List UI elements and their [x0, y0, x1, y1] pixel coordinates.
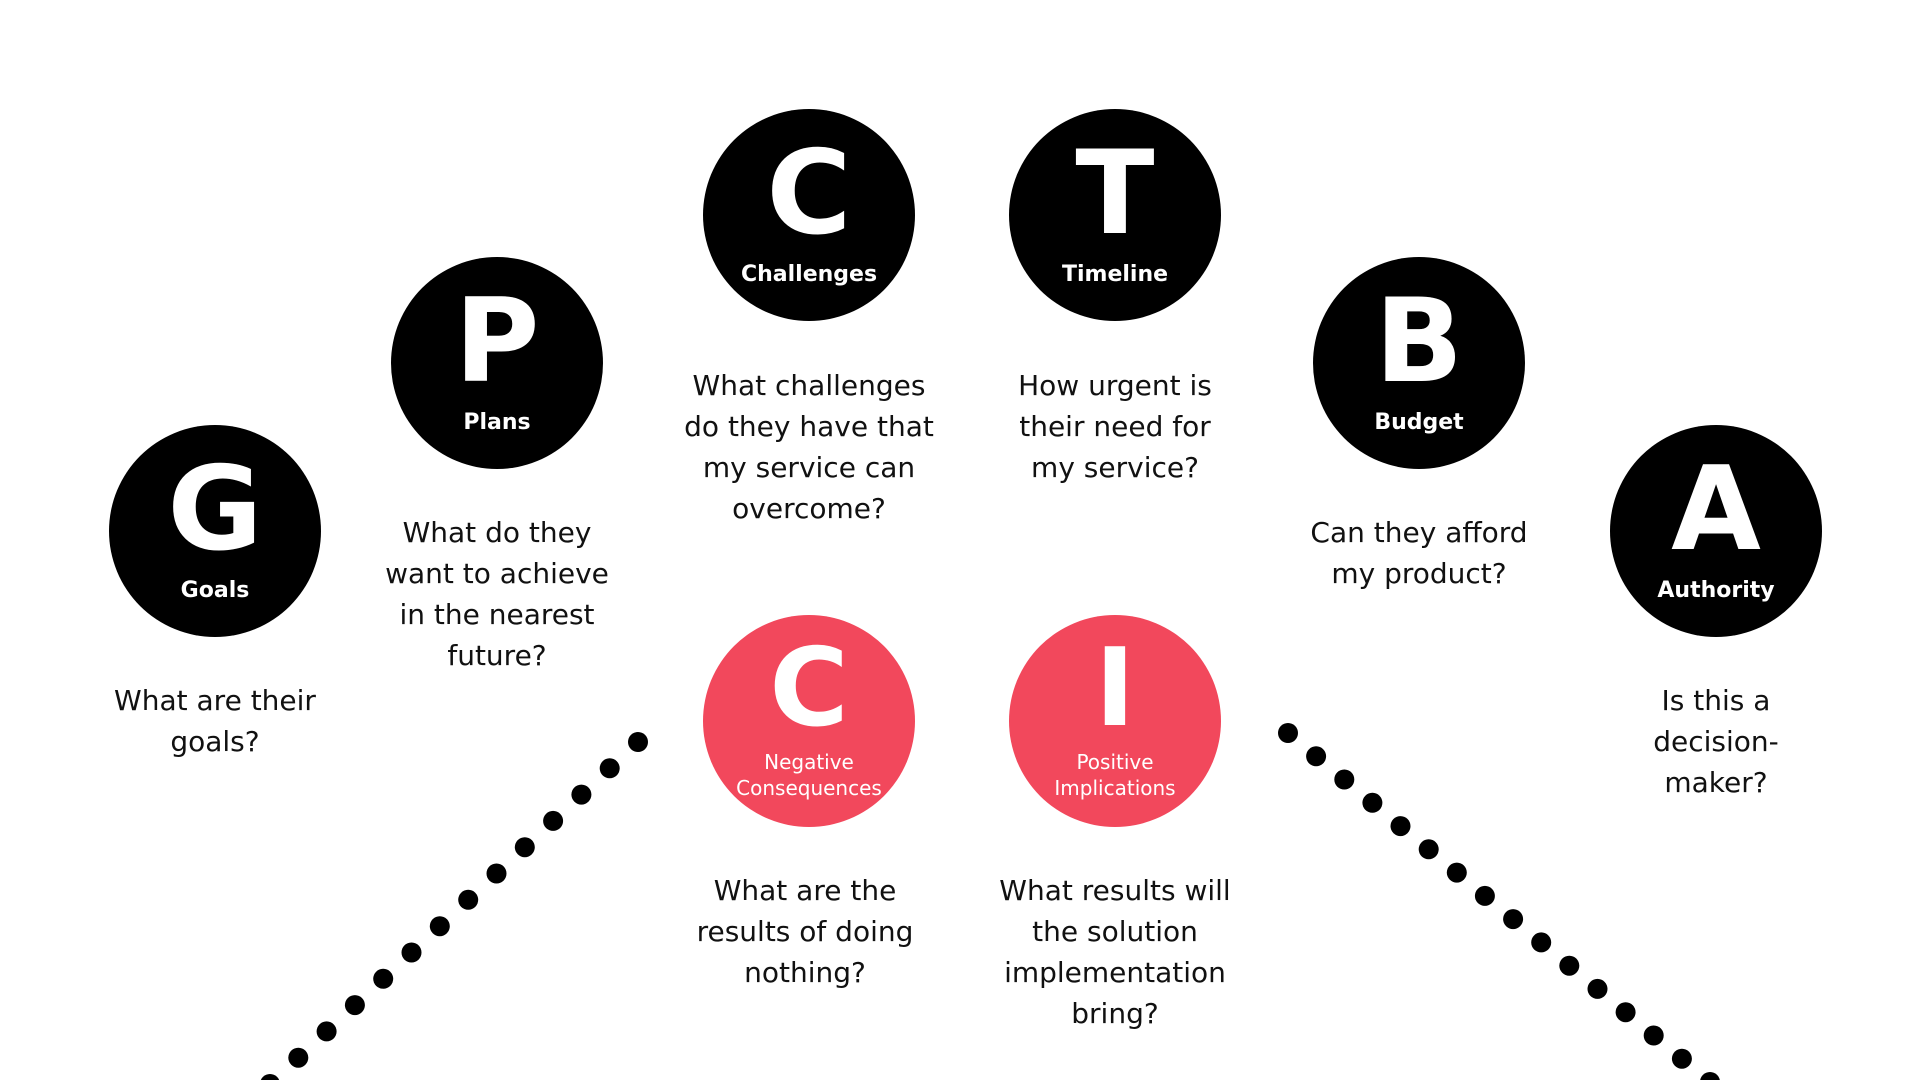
- left-connector-dot: [344, 995, 365, 1016]
- right-connector-dot: [1334, 769, 1355, 790]
- challenges-circle: C Challenges: [703, 109, 915, 321]
- timeline-question: How urgent is their need for my service?: [1018, 369, 1212, 484]
- authority-circle: A Authority: [1610, 425, 1822, 637]
- plans-question: What do they want to achieve in the near…: [385, 516, 609, 672]
- left-connector-dot: [486, 863, 507, 884]
- left-connector-dot: [288, 1047, 309, 1068]
- authority-label: Authority: [1657, 578, 1775, 604]
- negative-consequences-circle: C Negative Consequences: [703, 615, 915, 827]
- right-connector-dot: [1278, 723, 1298, 743]
- left-connector-dot: [458, 889, 479, 910]
- right-connector-dot: [1671, 1048, 1692, 1069]
- left-connector-dot: [429, 916, 450, 937]
- goals-circle: G Goals: [109, 425, 321, 637]
- right-connector-dot: [1643, 1025, 1664, 1046]
- right-connector-dot: [1503, 909, 1524, 930]
- left-connector-dot: [260, 1074, 280, 1080]
- right-dotted-line: [1278, 723, 1720, 1080]
- left-dotted-line: [260, 732, 648, 1080]
- right-connector-dot: [1390, 816, 1411, 837]
- plans-circle: P Plans: [391, 257, 603, 469]
- right-connector-dot: [1446, 862, 1467, 883]
- left-connector-dot: [599, 758, 620, 779]
- budget-label: Budget: [1374, 410, 1464, 436]
- right-connector-dot: [1531, 932, 1552, 953]
- left-connector-dot: [373, 968, 394, 989]
- goals-question: What are their goals?: [114, 684, 316, 758]
- right-connector-dot: [1306, 746, 1327, 767]
- right-connector-dot: [1559, 955, 1580, 976]
- positive-implications-question: What results will the solution implement…: [999, 874, 1231, 1030]
- left-connector-dot: [628, 732, 648, 752]
- challenges-letter: C: [766, 126, 852, 262]
- right-connector-dot: [1587, 978, 1608, 999]
- right-connector-dot: [1615, 1002, 1636, 1023]
- positive-implications-letter: I: [1094, 626, 1136, 751]
- negative-consequences-label: Negative Consequences: [736, 750, 882, 800]
- challenges-question: What challenges do they have that my ser…: [684, 369, 934, 525]
- challenges-label: Challenges: [740, 262, 878, 288]
- left-connector-dot: [514, 837, 535, 858]
- right-connector-dot: [1362, 792, 1383, 813]
- right-connector-dot: [1474, 885, 1495, 906]
- positive-implications-label: Positive Implications: [1054, 750, 1176, 800]
- plans-letter: P: [454, 274, 540, 410]
- budget-letter: B: [1374, 274, 1464, 410]
- positive-implications-circle: I Positive Implications: [1009, 615, 1221, 827]
- timeline-letter: T: [1075, 126, 1155, 262]
- left-connector-dot: [316, 1021, 337, 1042]
- budget-question: Can they afford my product?: [1310, 516, 1528, 590]
- right-connector-dot: [1418, 839, 1439, 860]
- goals-label: Goals: [180, 578, 250, 604]
- plans-label: Plans: [463, 410, 531, 436]
- negative-consequences-question: What are the results of doing nothing?: [696, 874, 914, 989]
- left-connector-dot: [401, 942, 422, 963]
- negative-consequences-letter: C: [769, 626, 849, 751]
- goals-letter: G: [167, 442, 263, 578]
- left-connector-dot: [571, 784, 592, 805]
- budget-circle: B Budget: [1313, 257, 1525, 469]
- left-connector-dot: [543, 810, 564, 831]
- timeline-circle: T Timeline: [1009, 109, 1221, 321]
- timeline-label: Timeline: [1061, 262, 1169, 288]
- right-connector-dot: [1700, 1072, 1720, 1080]
- authority-letter: A: [1671, 442, 1761, 578]
- authority-question: Is this a decision-maker?: [1653, 684, 1779, 799]
